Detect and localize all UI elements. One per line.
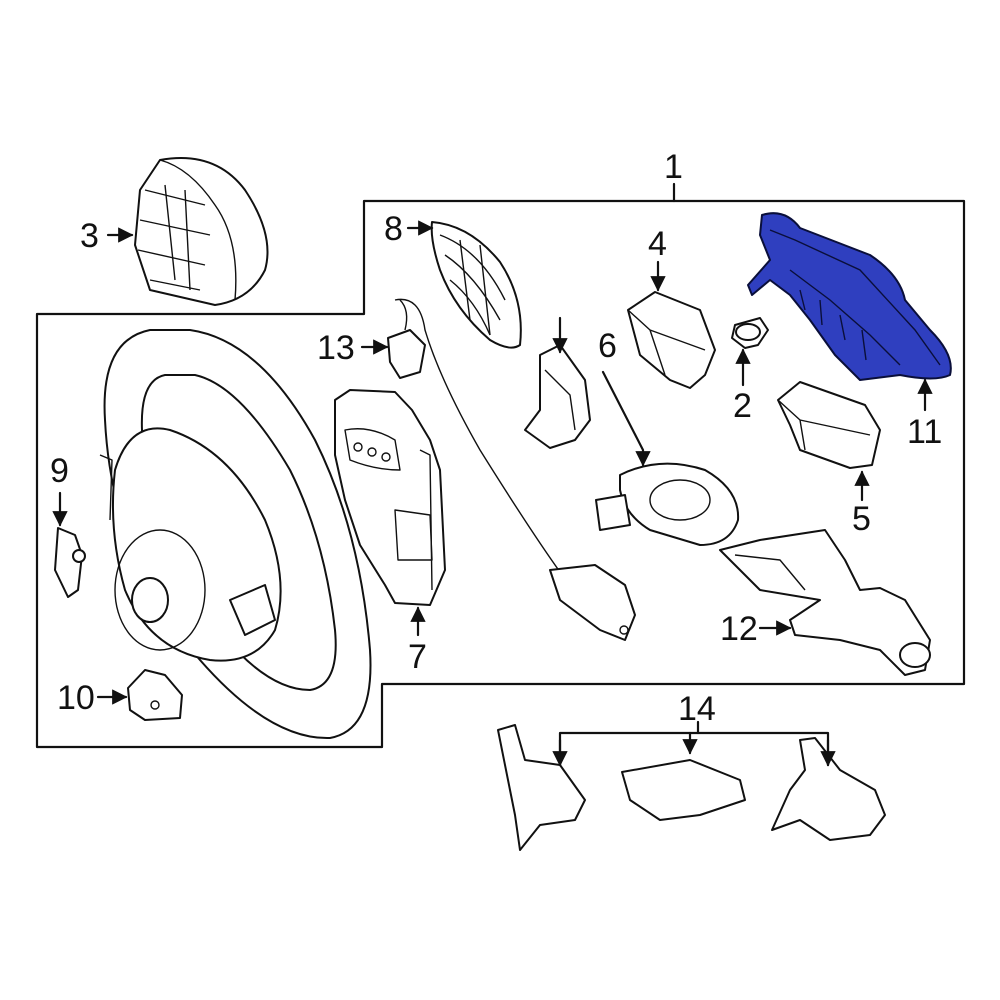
part-8-cover[interactable]: [430, 221, 522, 349]
callout-1: 1: [664, 148, 683, 186]
callout-7: 7: [408, 638, 427, 676]
callout-4: 4: [648, 225, 667, 263]
part-7-switch-panel[interactable]: [334, 389, 446, 606]
callout-14: 14: [678, 690, 716, 728]
callout-5: 5: [852, 500, 871, 538]
part-9-clip[interactable]: [54, 527, 86, 598]
part-11-trim-panel-highlighted[interactable]: [747, 212, 952, 381]
part-5-switch-block[interactable]: [777, 381, 881, 469]
part-6-clock-spring[interactable]: [595, 462, 740, 546]
callout-14-bracket: [558, 731, 830, 767]
part-4-module[interactable]: [627, 291, 716, 389]
callout-11: 11: [907, 413, 942, 451]
callout-6: 6: [598, 327, 617, 365]
callout-9: 9: [50, 452, 69, 490]
part-3-airbag[interactable]: [134, 157, 269, 306]
part-2-plug[interactable]: [731, 317, 769, 349]
callout-2: 2: [733, 387, 752, 425]
callout-6-leader: [601, 370, 651, 467]
part-12-column-cover[interactable]: [719, 529, 931, 676]
callout-8: 8: [384, 210, 403, 248]
callout-3: 3: [80, 217, 99, 255]
part-6-bracket[interactable]: [524, 344, 591, 449]
callout-12: 12: [720, 610, 758, 648]
callout-10: 10: [57, 679, 95, 717]
steering-wheel[interactable]: [99, 329, 372, 740]
callout-13: 13: [317, 329, 355, 367]
part-10-cap[interactable]: [127, 669, 183, 721]
assembly-outline: [35, 199, 966, 749]
part-14-group[interactable]: [497, 724, 886, 851]
part-13-clip-harness[interactable]: [387, 298, 636, 641]
